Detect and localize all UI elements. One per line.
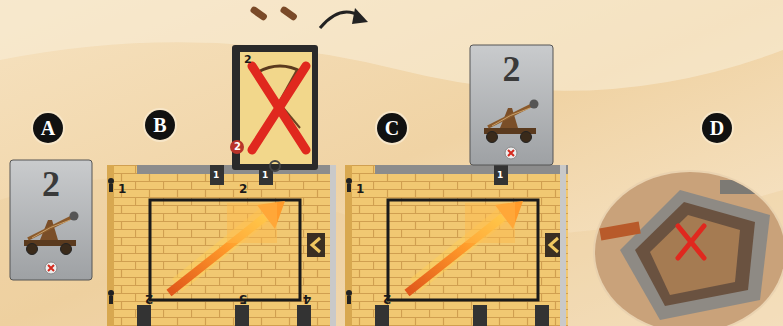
- catapult-card: 2: [470, 45, 553, 165]
- number-label: 1: [356, 183, 364, 195]
- number-label: 2: [10, 166, 92, 202]
- number-label: A: [33, 118, 63, 138]
- number-label: 4: [303, 293, 311, 305]
- number-label: C: [377, 118, 407, 138]
- number-label: D: [702, 118, 732, 138]
- number-label: 2: [470, 51, 553, 87]
- number-label: 2: [234, 142, 241, 152]
- number-label: 1: [262, 171, 268, 180]
- catapult-card: 2: [10, 160, 92, 280]
- number-label: 2: [239, 183, 247, 195]
- wall-tile: 1 2 1 1 2 5 4: [107, 165, 330, 326]
- number-label: 1: [497, 171, 503, 180]
- number-label: 2: [145, 293, 153, 305]
- step-badge: D: [702, 113, 732, 143]
- step-badge: A: [33, 113, 63, 143]
- number-label: 2: [383, 293, 391, 305]
- discarded-card: 22: [232, 45, 318, 170]
- step-badge: B: [145, 110, 175, 140]
- wall-tile: 1 1 2: [345, 165, 560, 326]
- number-label: 5: [239, 293, 247, 305]
- number-label: B: [145, 115, 175, 135]
- number-label: 1: [213, 171, 219, 180]
- number-label: 2: [244, 54, 252, 65]
- number-label: 1: [118, 183, 126, 195]
- step-badge: C: [377, 113, 407, 143]
